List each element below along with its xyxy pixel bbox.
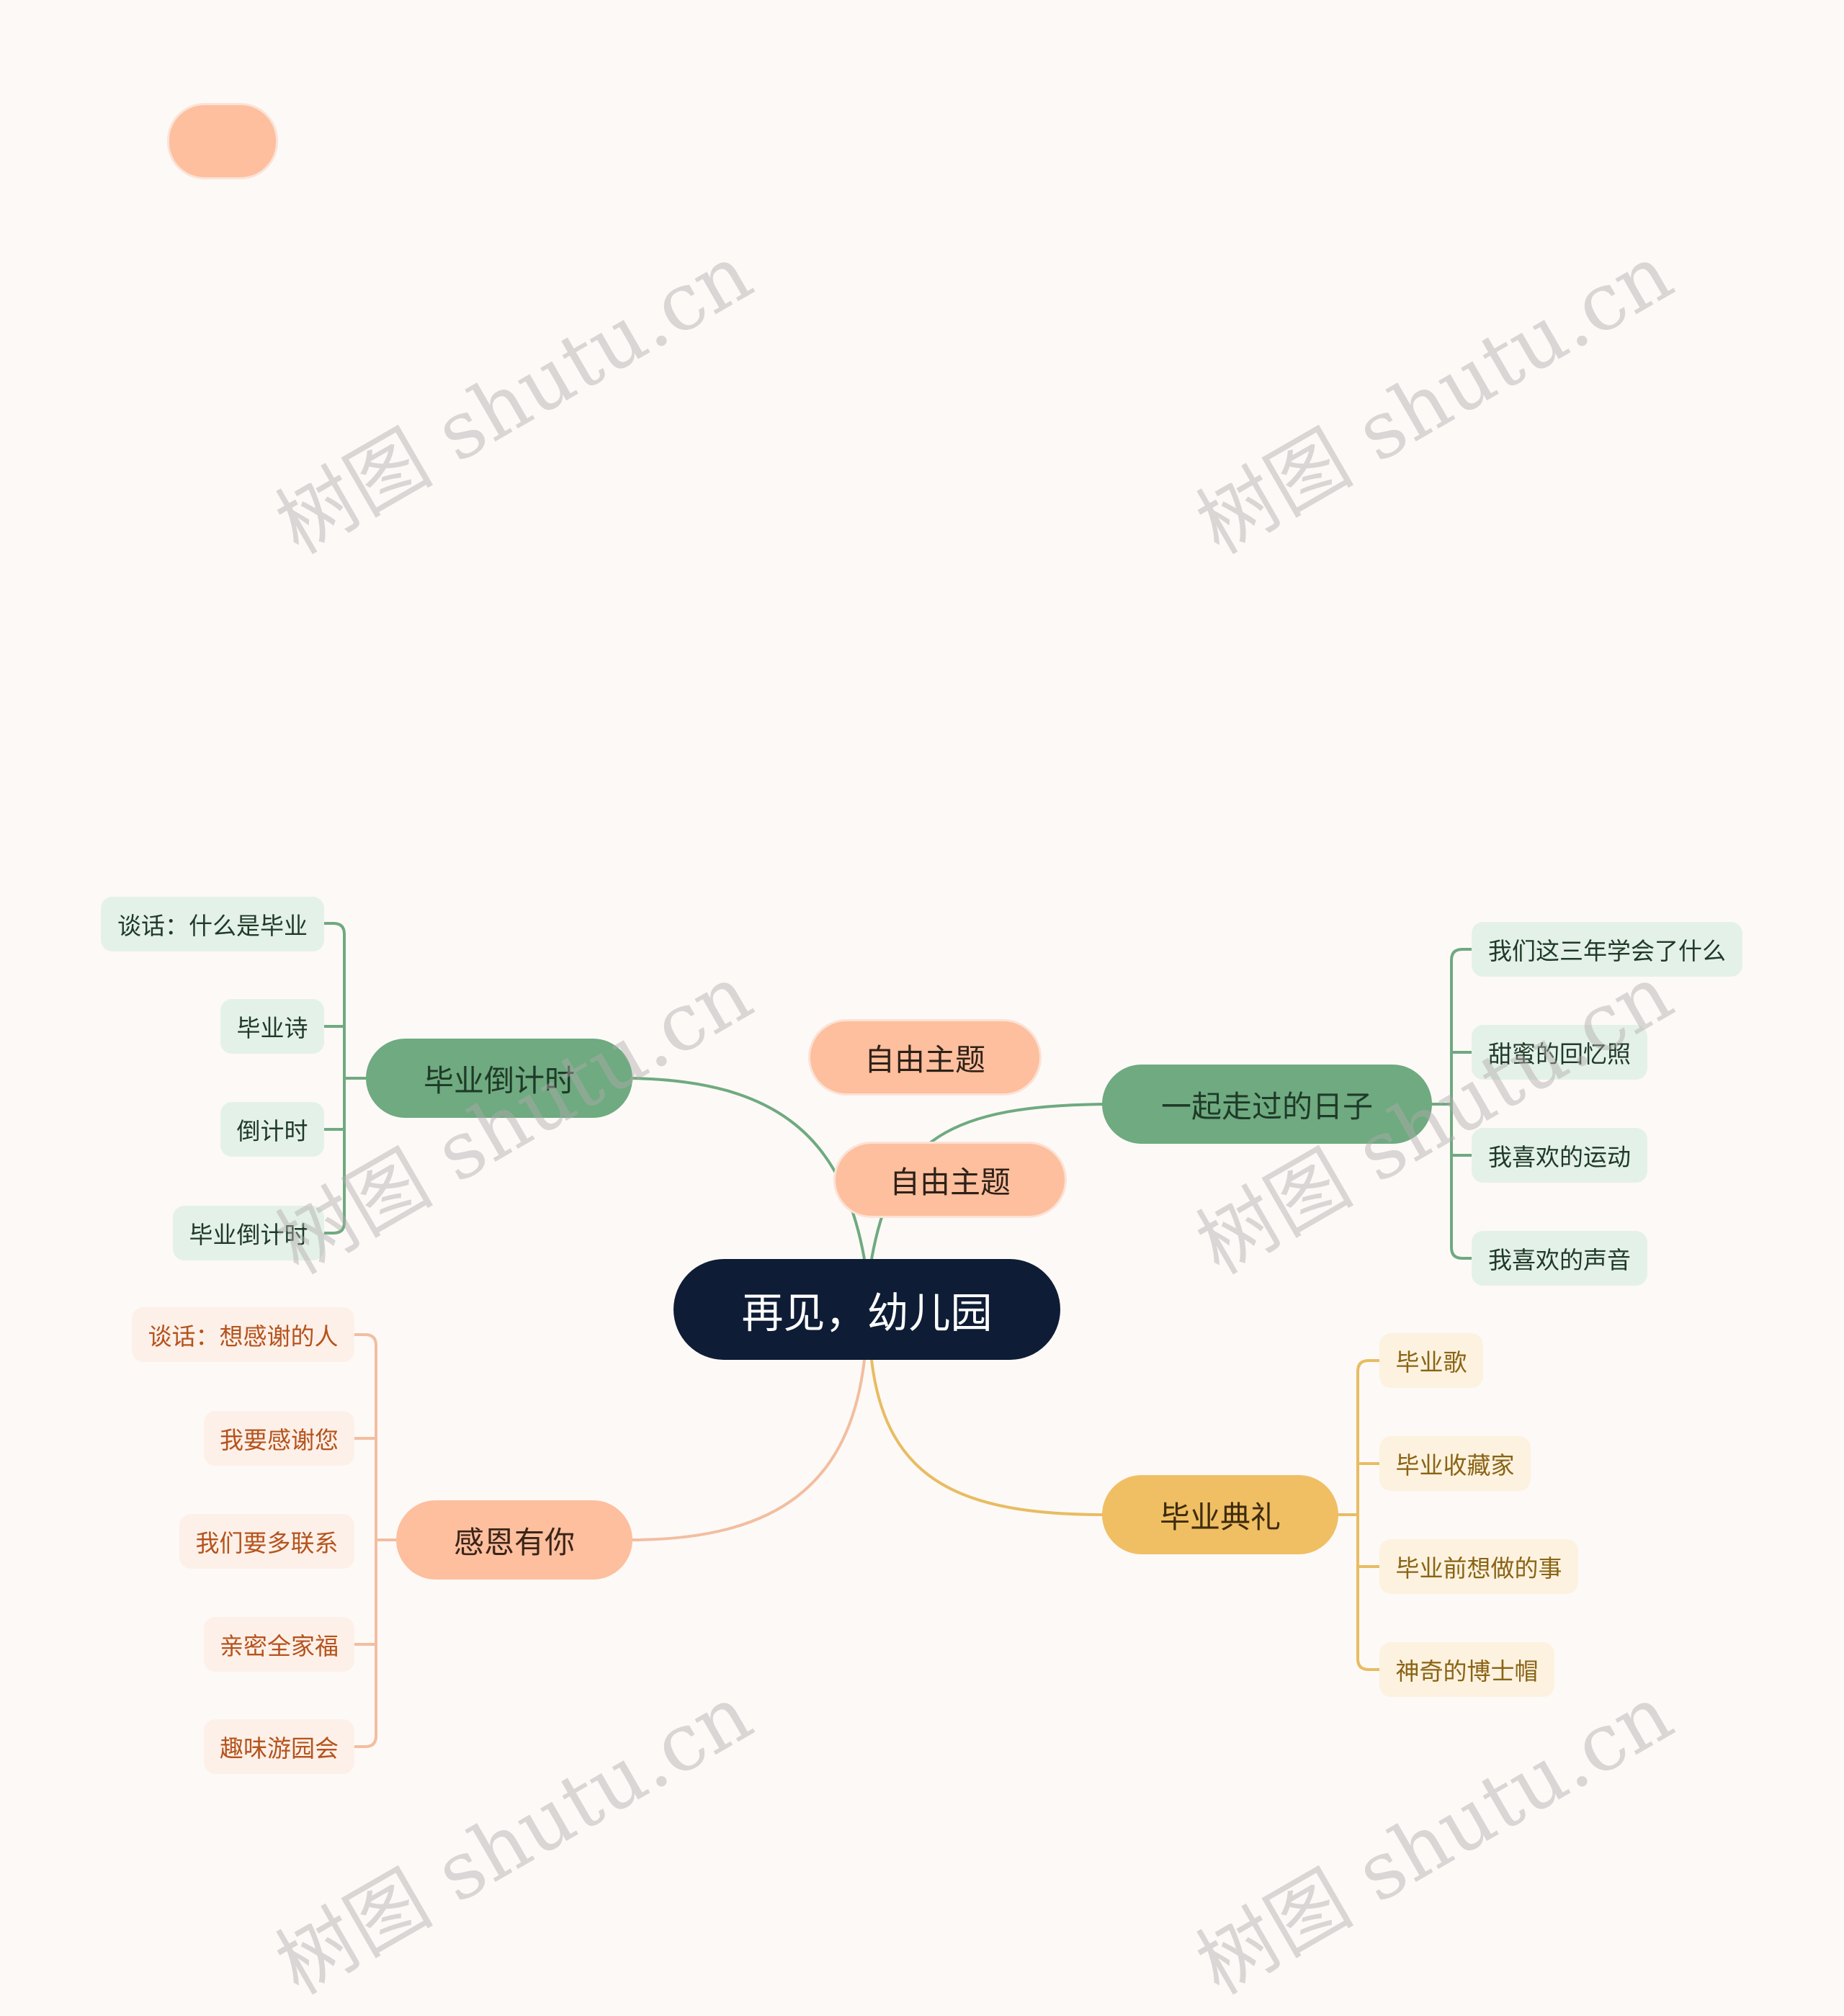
- leaf-thanks-1[interactable]: 谈话：想感谢的人: [132, 1307, 354, 1362]
- leaf-thanks-2[interactable]: 我要感谢您: [204, 1411, 354, 1466]
- connector-root-countdown: [630, 1077, 866, 1260]
- leaf-thanks-4[interactable]: 亲密全家福: [204, 1617, 354, 1672]
- floating-shape[interactable]: [167, 103, 278, 179]
- leaf-thanks-3[interactable]: 我们要多联系: [179, 1514, 354, 1569]
- branch-days-together[interactable]: 一起走过的日子: [1102, 1065, 1432, 1144]
- free-topic-1[interactable]: 自由主题: [808, 1019, 1042, 1096]
- leaf-ceremony-1[interactable]: 毕业歌: [1379, 1333, 1483, 1388]
- leaf-days-3[interactable]: 我喜欢的运动: [1472, 1128, 1647, 1183]
- connector-root-ceremony: [870, 1359, 1106, 1516]
- connector-root-thanks: [630, 1359, 866, 1541]
- connector-group-countdown: [324, 922, 367, 1235]
- leaf-ceremony-4[interactable]: 神奇的博士帽: [1379, 1642, 1554, 1697]
- leaf-countdown-1[interactable]: 谈话：什么是毕业: [101, 897, 324, 951]
- leaf-ceremony-2[interactable]: 毕业收藏家: [1379, 1436, 1531, 1491]
- root-topic[interactable]: 再见，幼儿园: [673, 1259, 1060, 1360]
- branch-graduation-ceremony[interactable]: 毕业典礼: [1102, 1475, 1338, 1554]
- leaf-countdown-4[interactable]: 毕业倒计时: [173, 1206, 324, 1260]
- leaf-days-4[interactable]: 我喜欢的声音: [1472, 1231, 1647, 1286]
- connector-group-ceremony: [1336, 1359, 1381, 1671]
- free-topic-2[interactable]: 自由主题: [833, 1142, 1067, 1218]
- leaf-days-1[interactable]: 我们这三年学会了什么: [1472, 922, 1742, 977]
- leaf-days-2[interactable]: 甜蜜的回忆照: [1472, 1025, 1647, 1080]
- leaf-countdown-3[interactable]: 倒计时: [220, 1102, 324, 1157]
- connector-group-thanks: [354, 1333, 396, 1748]
- branch-graduation-countdown[interactable]: 毕业倒计时: [366, 1039, 632, 1118]
- leaf-thanks-5[interactable]: 趣味游园会: [204, 1719, 354, 1774]
- branch-gratitude[interactable]: 感恩有你: [396, 1500, 632, 1580]
- connector-group-days: [1430, 948, 1473, 1260]
- leaf-ceremony-3[interactable]: 毕业前想做的事: [1379, 1539, 1578, 1594]
- leaf-countdown-2[interactable]: 毕业诗: [220, 999, 324, 1054]
